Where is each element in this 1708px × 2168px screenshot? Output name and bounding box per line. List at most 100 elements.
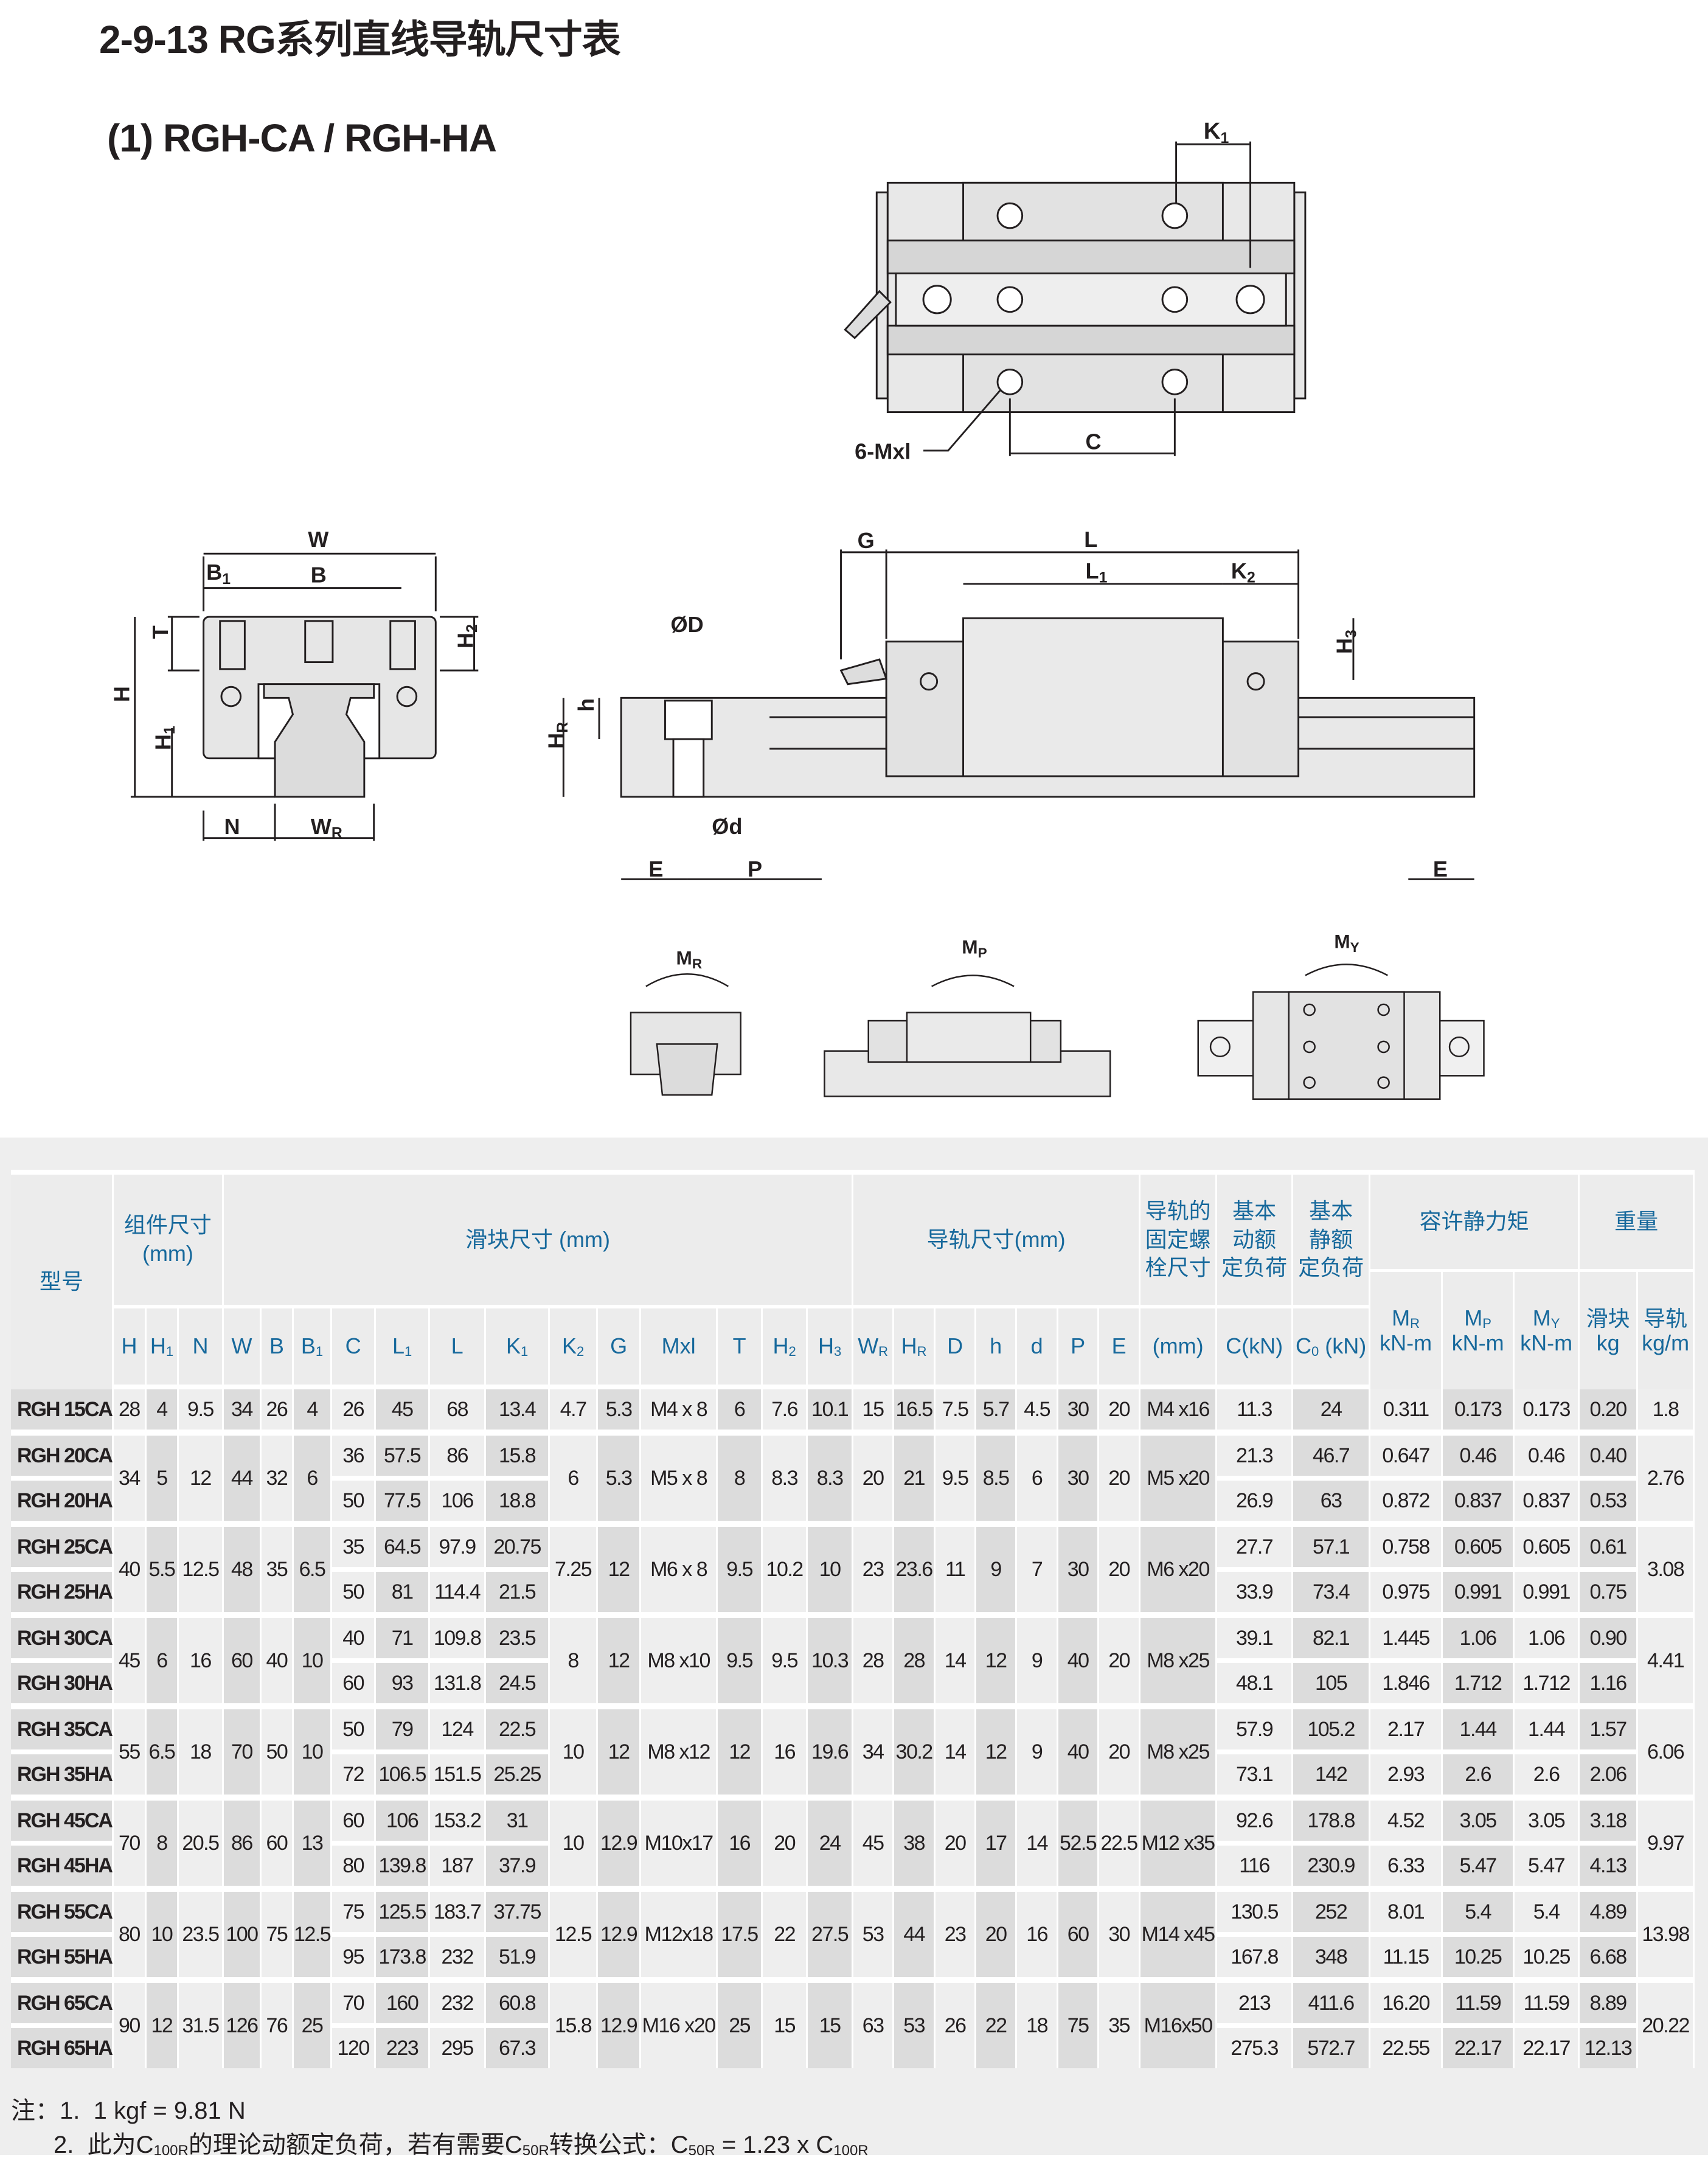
cell-w: 100 [223,1886,262,1977]
cell-g: 12.9 [598,1977,642,2068]
cell-t: 12 [718,1703,763,1795]
label-n: N [224,814,240,839]
label-l1: L1 [1086,558,1108,586]
label-g: G [858,528,875,553]
cell-h3: 8.3 [808,1430,854,1521]
column-header: H3 [808,1308,854,1389]
cell-l: 151.5 [430,1754,487,1795]
cell-b1: 12.5 [293,1886,333,1977]
cell-c0: 230.9 [1293,1846,1371,1886]
cell-w: 70 [223,1703,262,1795]
cell-wr: 34 [853,1703,895,1795]
cell-h3: 10 [808,1521,854,1612]
cell-l1: 160 [376,1977,431,2028]
cell-d: 4.5 [1017,1389,1059,1430]
cell-c-dyn: 11.3 [1217,1389,1294,1430]
cell-h1: 5 [146,1430,179,1521]
header-assembly-size: 组件尺寸 (mm) [113,1175,224,1308]
cell-e: 20 [1099,1612,1141,1703]
cell-l1: 81 [376,1572,431,1612]
label-wr: WR [311,814,342,842]
cell-k2: 15.8 [550,1977,599,2068]
cell-mr: 0.647 [1370,1430,1443,1481]
cell-p: 40 [1058,1612,1100,1703]
cell-l1: 173.8 [376,1937,431,1977]
cell-my: 11.59 [1515,1977,1580,2028]
cell-mr: 1.445 [1370,1612,1443,1663]
cell-block-kg: 8.89 [1580,1977,1639,2028]
cell-l1: 106.5 [376,1754,431,1795]
cell-c-dyn: 33.9 [1217,1572,1294,1612]
cell-p: 30 [1058,1430,1100,1521]
cell-hr: 30.2 [894,1703,936,1795]
cell-k1: 18.8 [486,1481,550,1521]
cell-h1: 5.5 [146,1521,179,1612]
model-name-cell: RGH 65CA [11,1977,114,2028]
column-header: WR [853,1308,895,1389]
cell-mr: 0.975 [1370,1572,1443,1612]
column-header: G [598,1308,642,1389]
cell-n: 20.5 [178,1795,224,1886]
cell-c-dyn: 92.6 [1217,1795,1294,1846]
cell-h: 12 [976,1703,1018,1795]
cell-d: 14 [936,1703,977,1795]
cell-rail-kg-m: 4.41 [1638,1612,1695,1703]
model-name-cell: RGH 55HA [11,1937,114,1977]
cell-c: 40 [332,1612,377,1663]
cell-mp: 0.991 [1443,1572,1515,1612]
header-rail-size: 导轨尺寸(mm) [853,1175,1141,1308]
cell-mr: 1.846 [1370,1663,1443,1703]
cell-w: 34 [223,1389,262,1430]
cell-l1: 45 [376,1389,431,1430]
cell-k1: 51.9 [486,1937,550,1977]
cell-h1: 6 [146,1612,179,1703]
cell-d: 23 [936,1886,977,1977]
cell-c-dyn: 167.8 [1217,1937,1294,1977]
cell-l: 109.8 [430,1612,487,1663]
model-name-cell: RGH 30CA [11,1612,114,1663]
cell-rail-kg-m: 13.98 [1638,1886,1695,1977]
cell-e: 20 [1099,1521,1141,1612]
cell-block-kg: 0.20 [1580,1389,1639,1430]
column-header: C0 (kN) [1293,1308,1371,1389]
cell-h: 90 [113,1977,147,2068]
label-w: W [308,527,329,552]
cell-d: 20 [936,1795,977,1886]
label-hr: HR [543,722,571,749]
cell-h: 22 [976,1977,1018,2068]
cell-d: 26 [936,1977,977,2068]
cell-c: 120 [332,2028,377,2068]
cell-t: 16 [718,1795,763,1886]
cell-l1: 64.5 [376,1521,431,1572]
cell-c-dyn: 130.5 [1217,1886,1294,1937]
cell-b: 26 [261,1389,294,1430]
cell-d: 16 [1017,1886,1059,1977]
cell-b: 32 [261,1430,294,1521]
cell-p: 40 [1058,1703,1100,1795]
cell-c0: 46.7 [1293,1430,1371,1481]
cell-bolt: M6 x20 [1140,1521,1218,1612]
cell-c0: 572.7 [1293,2028,1371,2068]
column-header: N [178,1308,224,1389]
cell-b1: 6.5 [293,1521,333,1612]
cell-n: 31.5 [178,1977,224,2068]
cell-mp: 0.837 [1443,1481,1515,1521]
cell-my: 3.05 [1515,1795,1580,1846]
cell-wr: 20 [853,1430,895,1521]
cell-mr: 4.52 [1370,1795,1443,1846]
model-name-cell: RGH 25HA [11,1572,114,1612]
cell-w: 86 [223,1795,262,1886]
cell-c0: 105 [1293,1663,1371,1703]
cell-c: 50 [332,1481,377,1521]
cell-k1: 24.5 [486,1663,550,1703]
cell-rail-kg-m: 3.08 [1638,1521,1695,1612]
cell-l: 68 [430,1389,487,1430]
cell-k2: 12.5 [550,1886,599,1977]
cell-c: 50 [332,1572,377,1612]
label-b: B [311,563,327,588]
label-b1: B1 [206,560,231,588]
cell-mr: 2.17 [1370,1703,1443,1754]
